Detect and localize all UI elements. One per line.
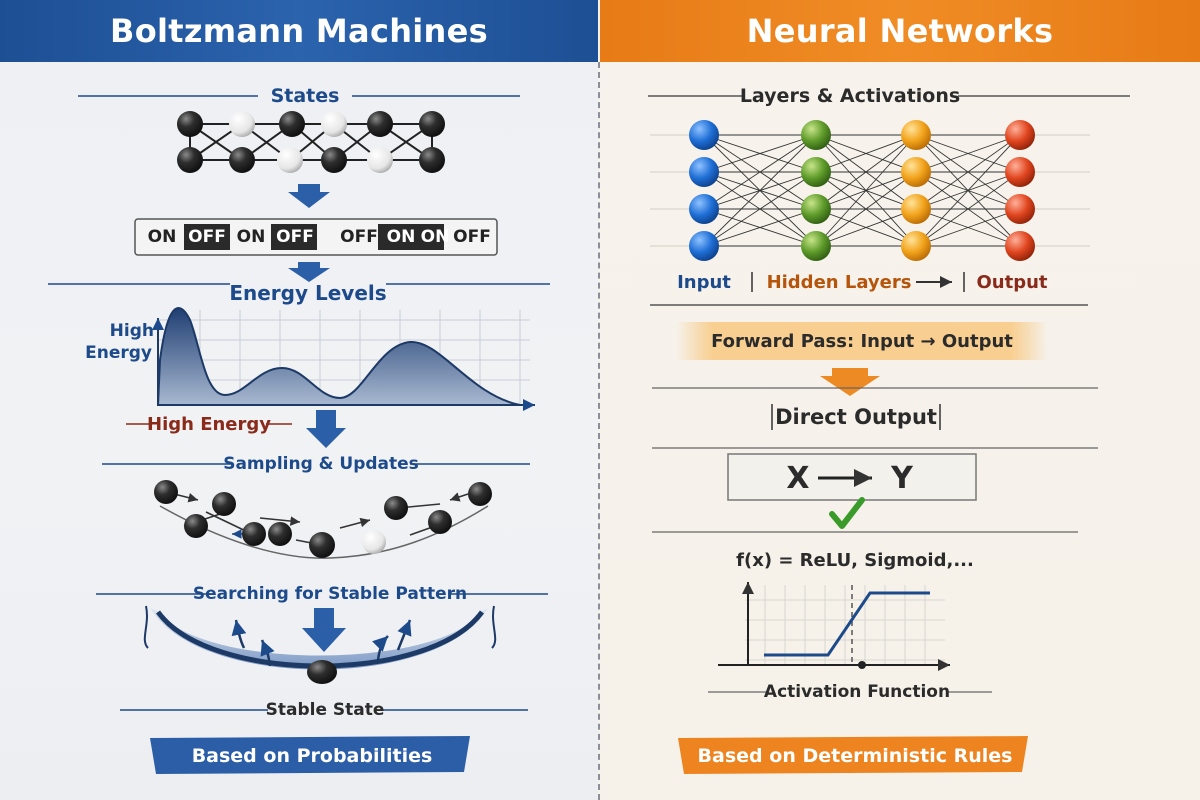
states-label: States (270, 85, 340, 107)
nn-connection (915, 208, 1021, 247)
output-node (1005, 120, 1035, 150)
sampling-network (154, 480, 492, 559)
hidden-node (801, 157, 831, 187)
orange-down-arrow (820, 368, 880, 396)
energy-y-label-high: High (109, 321, 154, 341)
nn-connection (915, 134, 1021, 210)
x-label: X (786, 460, 810, 496)
nn-connection (815, 208, 917, 247)
down-arrow-1 (288, 184, 330, 208)
energy-x-label: High Energy (147, 413, 272, 435)
state-bit: OFF (340, 227, 378, 247)
nn-connection (703, 171, 817, 247)
hidden-node (801, 194, 831, 224)
hidden-node (901, 157, 931, 187)
nn-connection (703, 134, 817, 247)
hidden-node (801, 120, 831, 150)
stable-bowl (143, 605, 497, 684)
nn-connection (815, 171, 917, 247)
deterministic-banner: Based on Deterministic Rules (697, 745, 1013, 767)
nn-connection (915, 134, 1021, 247)
boltzmann-title: Boltzmann Machines (0, 0, 598, 62)
nn-connection (915, 171, 1021, 247)
hidden-node (901, 231, 931, 261)
deterministic-banner-bg (678, 736, 1028, 774)
state-bit: ON (386, 227, 416, 247)
input-node (689, 194, 719, 224)
nn-connection (815, 134, 917, 173)
layers-label: Layers & Activations (739, 85, 961, 107)
bit-off-bg (184, 224, 230, 250)
nn-connection (815, 134, 917, 247)
xy-box (727, 453, 977, 501)
input-node (689, 157, 719, 187)
nn-connection (703, 208, 817, 247)
down-arrow-2 (288, 262, 330, 282)
forward-pass-bg (676, 322, 1048, 360)
output-label: Output (976, 271, 1048, 293)
nn-connection (815, 134, 917, 210)
state-bit: OFF (453, 227, 491, 247)
output-node (1005, 157, 1035, 187)
energy-levels-title: Energy Levels (229, 281, 387, 305)
output-node (1005, 231, 1035, 261)
bit-on-bg (378, 224, 444, 250)
bit-off-bg (271, 224, 317, 250)
neural-network-title: Neural Networks (600, 0, 1200, 62)
hidden-node (901, 194, 931, 224)
nn-connection (915, 134, 1021, 173)
down-arrow-3 (306, 410, 346, 448)
states-network (177, 111, 445, 173)
input-node (689, 120, 719, 150)
state-bit: OFF (188, 227, 226, 247)
activation-function-label: Activation Function (763, 682, 951, 702)
energy-y-label-energy: Energy (85, 343, 152, 363)
nn-connections (703, 134, 1021, 247)
hidden-layers-label: Hidden Layers (766, 271, 912, 293)
activation-plot (718, 582, 950, 671)
sampling-label: Sampling & Updates (223, 454, 419, 474)
energy-curve (156, 307, 521, 406)
state-bit: ON (420, 227, 450, 247)
state-bit: OFF (276, 227, 314, 247)
state-bit: ON (147, 227, 177, 247)
hidden-node (801, 231, 831, 261)
searching-label: Searching for Stable Pattern (192, 584, 468, 604)
nn-connection (703, 134, 817, 210)
state-bit: ON (236, 227, 266, 247)
checkmark-icon (829, 497, 865, 529)
panel-divider (598, 62, 600, 800)
hidden-node (901, 120, 931, 150)
input-node (689, 231, 719, 261)
direct-output-label: Direct Output (775, 405, 937, 429)
output-node (1005, 194, 1035, 224)
stable-state-label: Stable State (265, 700, 385, 720)
activation-formula: f(x) = ReLU, Sigmoid,... (736, 549, 974, 571)
nn-nodes (689, 120, 1035, 261)
input-label: Input (677, 271, 731, 293)
probabilities-banner-bg (150, 736, 470, 774)
probabilities-banner: Based on Probabilities (191, 745, 433, 767)
y-label: Y (891, 460, 913, 496)
forward-pass-label: Forward Pass: Input → Output (711, 330, 1013, 352)
nn-connection (703, 134, 817, 173)
